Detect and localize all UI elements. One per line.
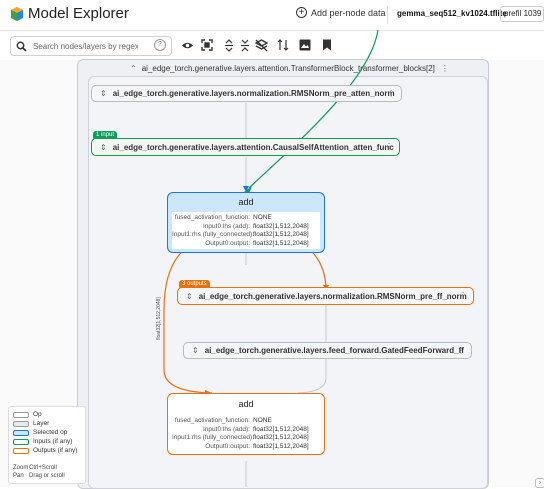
model-explorer-logo-icon bbox=[10, 6, 24, 22]
add-op[interactable]: add fused_activation_function:NONE Input… bbox=[167, 393, 325, 455]
sort-icon[interactable] bbox=[276, 38, 290, 52]
edge-label: float32[1,512,2048] bbox=[156, 297, 162, 340]
zoom-help: ZoomCtrl+Scroll bbox=[13, 465, 57, 471]
expand-icon[interactable]: ⇕ bbox=[186, 291, 193, 301]
more-menu-icon[interactable]: ⋮ bbox=[459, 291, 467, 300]
layers-icon[interactable] bbox=[254, 38, 268, 52]
attr-row: Input1:rhs (fully_connected):float32[1,5… bbox=[172, 434, 309, 441]
op-title: add bbox=[238, 197, 254, 207]
add-op-selected[interactable]: add fused_activation_function:NONE Input… bbox=[167, 192, 325, 253]
legend: Op Layer Selected op Inputs (if any) Out… bbox=[8, 406, 86, 484]
attr-row: Output0:output:float32[1,512,2048] bbox=[205, 442, 309, 450]
search-input[interactable] bbox=[33, 39, 138, 53]
op-attributes: fused_activation_function:NONE Input0:lh… bbox=[172, 212, 320, 249]
top-bar bbox=[0, 0, 544, 31]
legend-swatch bbox=[13, 420, 29, 427]
bookmark-icon[interactable] bbox=[320, 38, 334, 52]
attr-row: fused_activation_function:NONE bbox=[174, 417, 272, 424]
legend-swatch bbox=[13, 438, 29, 445]
group-title-label: ai_edge_torch.generative.layers.attentio… bbox=[141, 64, 435, 73]
op-attributes: fused_activation_function:NONE Input0:lh… bbox=[172, 415, 320, 452]
inputs-badge: 1 input bbox=[93, 131, 118, 140]
expand-icon[interactable]: ⇕ bbox=[100, 89, 107, 98]
collapse-all-icon[interactable] bbox=[238, 38, 252, 52]
more-menu-icon[interactable]: ⋮ bbox=[387, 89, 395, 98]
edge-residual bbox=[163, 244, 213, 394]
legend-item: Inputs (if any) bbox=[13, 438, 72, 445]
layer-label: ai_edge_torch.generative.layers.feed_for… bbox=[204, 346, 464, 355]
expand-all-icon[interactable] bbox=[222, 38, 236, 52]
layer-gated-feed-forward[interactable]: ⇕ ai_edge_torch.generative.layers.feed_f… bbox=[183, 342, 472, 359]
download-image-icon[interactable] bbox=[298, 38, 312, 52]
more-menu-icon[interactable]: ⋮ bbox=[440, 64, 449, 73]
divider bbox=[387, 6, 388, 24]
edge-ff-to-add bbox=[297, 358, 327, 394]
more-menu-icon[interactable]: ⋮ bbox=[457, 346, 465, 355]
expand-icon[interactable]: ⇕ bbox=[192, 346, 199, 355]
app-title: Model Explorer bbox=[28, 5, 129, 22]
attr-row: Input0:lhs (add):float32[1,512,2048] bbox=[203, 222, 309, 230]
expand-icon[interactable]: ⇕ bbox=[100, 142, 107, 152]
legend-item: Layer bbox=[13, 420, 49, 427]
add-per-node-label: Add per-node data bbox=[311, 7, 386, 18]
group-title[interactable]: ⌃ ai_edge_torch.generative.layers.attenti… bbox=[130, 64, 449, 73]
layer-rmsnorm-pre-ff[interactable]: ⇕ ai_edge_torch.generative.layers.normal… bbox=[177, 287, 474, 305]
eye-icon[interactable] bbox=[180, 38, 194, 52]
legend-swatch bbox=[13, 447, 29, 454]
layer-causal-self-attention[interactable]: ⇕ ai_edge_torch.generative.layers.attent… bbox=[91, 138, 400, 156]
fit-screen-icon[interactable] bbox=[200, 38, 214, 52]
add-circle-icon: + bbox=[296, 7, 307, 18]
op-title: add bbox=[238, 399, 254, 409]
model-file-name: gemma_seq512_kv1024.tflite bbox=[397, 9, 507, 18]
legend-swatch bbox=[13, 411, 29, 418]
layer-label: ai_edge_torch.generative.layers.attentio… bbox=[112, 142, 394, 152]
search-box bbox=[10, 36, 172, 56]
layer-rmsnorm-pre-atten[interactable]: ⇕ ai_edge_torch.generative.layers.normal… bbox=[91, 85, 402, 102]
attr-row: Input1:rhs (fully_connected):float32[1,5… bbox=[172, 231, 309, 238]
outputs-badge: 3 outputs bbox=[179, 280, 210, 289]
layer-label: ai_edge_torch.generative.layers.normaliz… bbox=[112, 89, 395, 98]
edge-input-to-add bbox=[248, 29, 379, 189]
attr-row: Input0:lhs (add):float32[1,512,2048] bbox=[203, 425, 309, 433]
edge-arrow-selected bbox=[243, 186, 249, 192]
regex-help-icon[interactable]: ? bbox=[154, 39, 166, 51]
legend-item: Outputs (if any) bbox=[13, 447, 77, 454]
collapse-icon[interactable]: ⌃ bbox=[130, 64, 137, 73]
more-menu-icon[interactable]: ⋮ bbox=[385, 142, 393, 151]
legend-item: Op bbox=[13, 411, 42, 418]
attr-row: Output0:output:float32[1,512,2048] bbox=[205, 239, 309, 247]
add-per-node-data-button[interactable]: + Add per-node data bbox=[296, 7, 386, 18]
search-icon bbox=[16, 39, 27, 57]
legend-item: Selected op bbox=[13, 429, 67, 436]
layer-label: ai_edge_torch.generative.layers.normaliz… bbox=[198, 291, 467, 301]
attr-row: fused_activation_function:NONE bbox=[174, 214, 272, 221]
legend-swatch bbox=[13, 429, 29, 436]
